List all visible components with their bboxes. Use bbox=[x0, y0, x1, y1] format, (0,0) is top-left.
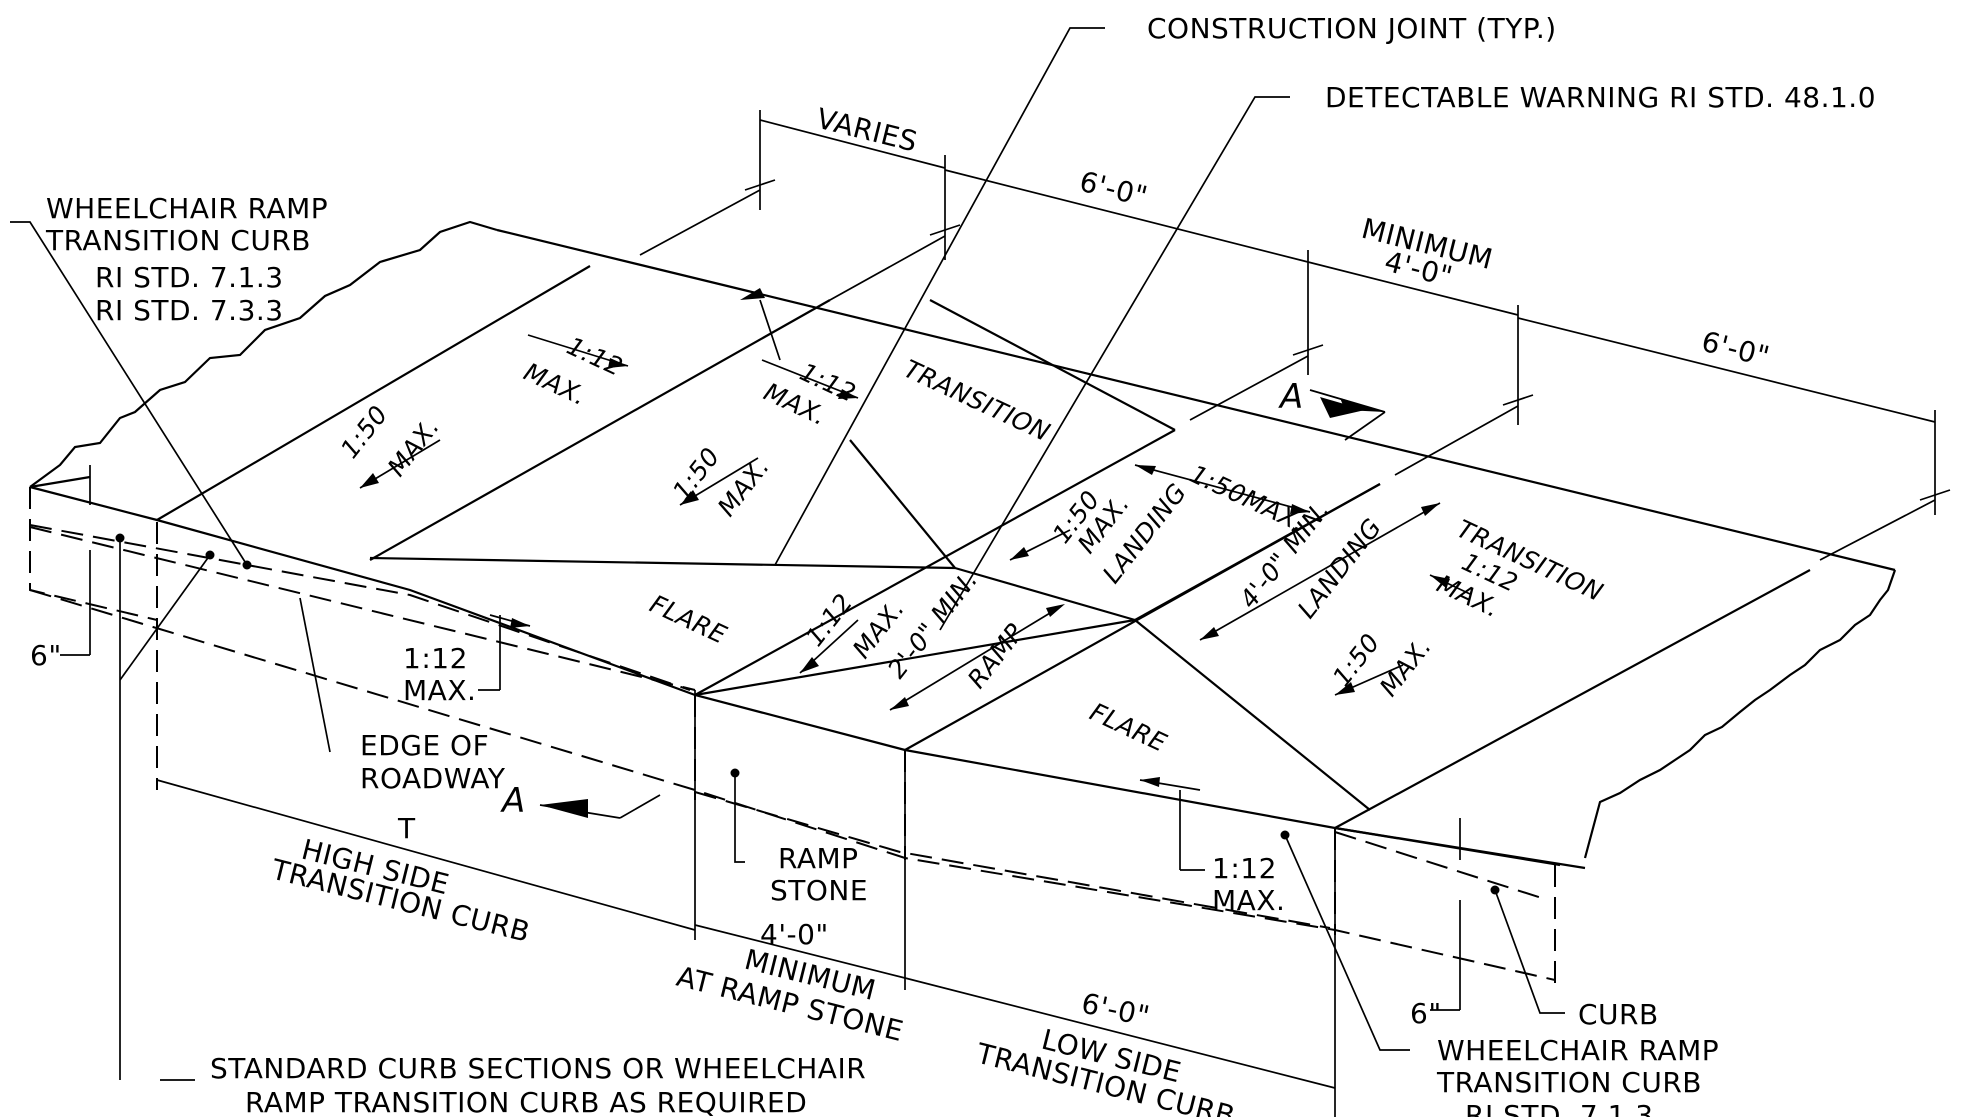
callout-ramp-stone-1: RAMP bbox=[778, 842, 859, 875]
section-a-top-arrow bbox=[1320, 397, 1365, 418]
dim-t: T bbox=[397, 812, 416, 845]
dim-four-ft-bottom: 4'-0" bbox=[760, 918, 829, 951]
dim-ratio-right: 1:12 bbox=[1212, 852, 1277, 885]
callout-wcr-left-3: RI STD. 7.1.3 bbox=[95, 261, 284, 294]
bottom-dimensions bbox=[60, 465, 1461, 1117]
left-callout: WHEELCHAIR RAMP TRANSITION CURB RI STD. … bbox=[45, 192, 328, 327]
leader-lines bbox=[10, 27, 1565, 1081]
callout-edge-2: ROADWAY bbox=[360, 762, 506, 795]
slope-arrows bbox=[359, 288, 1471, 791]
label-flare-2: FLARE bbox=[1085, 697, 1171, 758]
callout-wcr-right-2: TRANSITION CURB bbox=[1436, 1066, 1702, 1099]
label-transition-1: TRANSITION bbox=[899, 354, 1054, 447]
callout-std-curb-2: RAMP TRANSITION CURB AS REQUIRED bbox=[245, 1086, 807, 1117]
callout-std-curb-1: STANDARD CURB SECTIONS OR WHEELCHAIR bbox=[210, 1052, 866, 1085]
section-a-bottom: A bbox=[500, 781, 661, 821]
label-max-9: MAX. bbox=[1374, 632, 1437, 702]
label-ramp: RAMP bbox=[962, 618, 1030, 694]
dim-max-right: MAX. bbox=[1212, 884, 1285, 917]
dim-varies: VARIES bbox=[813, 102, 921, 159]
dim-six-in-left: 6" bbox=[30, 639, 62, 672]
section-a-bottom-label: A bbox=[500, 781, 526, 821]
label-flare-1: FLARE bbox=[645, 589, 731, 650]
dim-six-ft-bottom: 6'-0" bbox=[1079, 987, 1153, 1034]
callout-wcr-right-1: WHEELCHAIR RAMP bbox=[1437, 1034, 1719, 1067]
callout-wcr-left-4: RI STD. 7.3.3 bbox=[95, 294, 284, 327]
callout-curb: CURB bbox=[1578, 998, 1659, 1031]
dim-max-left: MAX. bbox=[403, 674, 476, 707]
label-max-3: MAX. bbox=[382, 412, 445, 482]
dim-six-in-right: 6" bbox=[1410, 997, 1442, 1030]
callout-construction-joint: CONSTRUCTION JOINT (TYP.) bbox=[1147, 12, 1557, 45]
callout-wcr-left-2: TRANSITION CURB bbox=[45, 224, 311, 257]
callout-detectable-warning: DETECTABLE WARNING RI STD. 48.1.0 bbox=[1325, 81, 1876, 114]
surface-labels: 1:12 MAX. 1:12 MAX. TRANSITION 1:50 MAX.… bbox=[335, 331, 1608, 758]
callout-wcr-right-3: RI STD. 7.1.3 bbox=[1465, 1099, 1654, 1117]
section-a-top: A bbox=[1278, 377, 1304, 417]
dim-ratio-left: 1:12 bbox=[403, 642, 468, 675]
callout-ramp-stone-2: STONE bbox=[770, 874, 868, 907]
top-dimensions bbox=[639, 110, 1951, 561]
callout-edge-1: EDGE OF bbox=[360, 729, 489, 762]
panel-lines bbox=[156, 265, 1811, 829]
callout-wcr-left-1: WHEELCHAIR RAMP bbox=[46, 192, 328, 225]
reference-dots bbox=[115, 533, 1500, 895]
